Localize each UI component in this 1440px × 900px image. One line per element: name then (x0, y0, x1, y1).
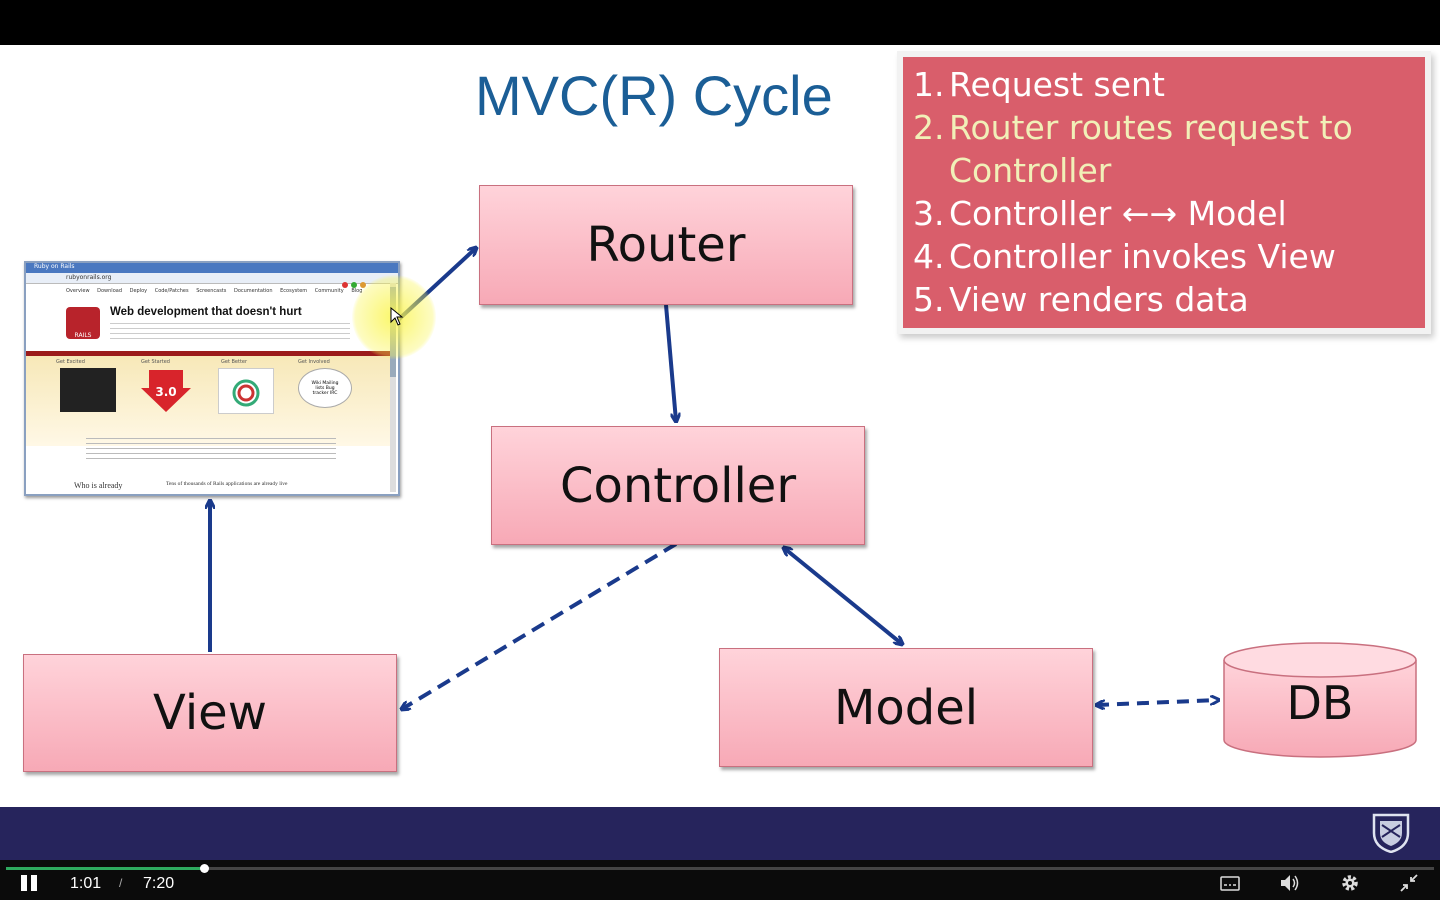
browser-red-band (26, 351, 392, 356)
current-time: 1:01 (70, 875, 102, 892)
browser-footer-left: Who is already (74, 481, 123, 490)
browser-toolbar-icons (342, 273, 392, 288)
slide: MVC(R) Cycle Router Controller View Mode… (0, 45, 1440, 807)
rails-logo: RAILS (66, 307, 100, 339)
db-cylinder: DB (1222, 640, 1418, 760)
browser-intro-text (110, 323, 350, 339)
controller-label: Controller (559, 457, 797, 514)
browser-url: rubyonrails.org (66, 274, 112, 281)
router-box: Router (479, 185, 853, 305)
arrow-controller-model (784, 548, 902, 644)
nav-item: Documentation (233, 288, 273, 294)
exit-fullscreen-icon[interactable] (1400, 874, 1418, 892)
step-1: 1. Request sent (913, 63, 1425, 106)
step-text: Controller (949, 151, 1112, 190)
nav-item: Community (314, 288, 344, 294)
steps-panel: 1. Request sent 2. Router routes request… (903, 57, 1425, 328)
captions-icon[interactable] (1220, 876, 1240, 891)
rails-3-badge: 3.0 (141, 368, 191, 412)
nav-item: Deploy (129, 288, 148, 294)
rails-version: 3.0 (155, 385, 177, 399)
book-cover-thumbnail (218, 368, 274, 414)
slide-title: MVC(R) Cycle (475, 64, 833, 127)
browser-addressbar: rubyonrails.org (26, 273, 398, 288)
browser-screenshot: Ruby on Rails rubyonrails.org Overview D… (24, 261, 400, 496)
browser-footer-right: Tens of thousands of Rails applications … (166, 481, 288, 487)
nav-item: Overview (66, 288, 90, 294)
progress-fill (6, 867, 204, 870)
section-label: Get Excited (56, 359, 85, 365)
nav-item: Blog (351, 288, 363, 294)
router-label: Router (586, 217, 746, 273)
step-3: 3. Controller ←→ Model (913, 192, 1425, 235)
cursor-icon (390, 307, 404, 326)
browser-quote-text (86, 438, 336, 460)
browser-headline: Web development that doesn't hurt (110, 306, 302, 318)
nav-item: Download (97, 288, 122, 294)
step-number: 4. (913, 237, 945, 276)
section-label: Get Better (221, 359, 248, 365)
view-label: View (153, 685, 267, 741)
section-label: Get Involved (298, 359, 330, 365)
nav-item: Screencasts (196, 288, 227, 294)
step-4: 4. Controller invokes View (913, 235, 1425, 278)
browser-titlebar: Ruby on Rails (26, 263, 398, 273)
step-2: 2. Router routes request to (913, 106, 1425, 149)
screencast-thumbnail (60, 368, 116, 412)
step-2-continued: Controller (913, 149, 1425, 192)
browser-tab: Ruby on Rails (34, 263, 75, 270)
nav-item: Ecosystem (280, 288, 308, 294)
view-box: View (23, 654, 397, 772)
section-label: Get Started (141, 359, 170, 365)
nav-item: Code/Patches (154, 288, 189, 294)
top-black-bar (0, 0, 1440, 45)
step-text: Request sent (949, 65, 1165, 104)
duration: 7:20 (143, 875, 175, 892)
arrow-controller-to-view (402, 542, 678, 709)
step-number: 2. (913, 108, 945, 147)
circle-logo-icon (232, 379, 260, 407)
progress-thumb[interactable] (200, 864, 209, 873)
video-controls (0, 860, 1440, 900)
arrow-model-db (1097, 700, 1218, 705)
progress-track[interactable] (6, 867, 1434, 870)
db-label: DB (1286, 676, 1354, 730)
time-separator: / (119, 876, 123, 890)
controller-box: Controller (491, 426, 865, 545)
step-number: 1. (913, 65, 945, 104)
step-number: 5. (913, 280, 945, 319)
step-text: Controller ←→ Model (949, 194, 1287, 233)
browser-sections-band: Get Excited Get Started Get Better Get I… (26, 356, 392, 446)
down-arrow-icon (141, 370, 191, 412)
step-number: 3. (913, 194, 945, 233)
step-5: 5. View renders data (913, 278, 1425, 321)
arrow-router-to-controller (664, 304, 676, 421)
db-cylinder-shape (1223, 642, 1417, 758)
university-shield-icon (1372, 813, 1410, 853)
step-text: Router routes request to (949, 108, 1353, 147)
model-label: Model (833, 679, 979, 736)
model-box: Model (719, 648, 1093, 767)
slide-footer-band (0, 807, 1440, 860)
pause-icon[interactable] (20, 874, 38, 892)
speech-bubble: Wiki Mailing lists Bug tracker IRC (298, 368, 352, 408)
volume-icon[interactable] (1280, 874, 1300, 892)
step-text: View renders data (949, 280, 1249, 319)
step-text: Controller invokes View (949, 237, 1336, 276)
settings-icon[interactable] (1340, 873, 1360, 893)
browser-nav: Overview Download Deploy Code/Patches Sc… (66, 288, 386, 294)
